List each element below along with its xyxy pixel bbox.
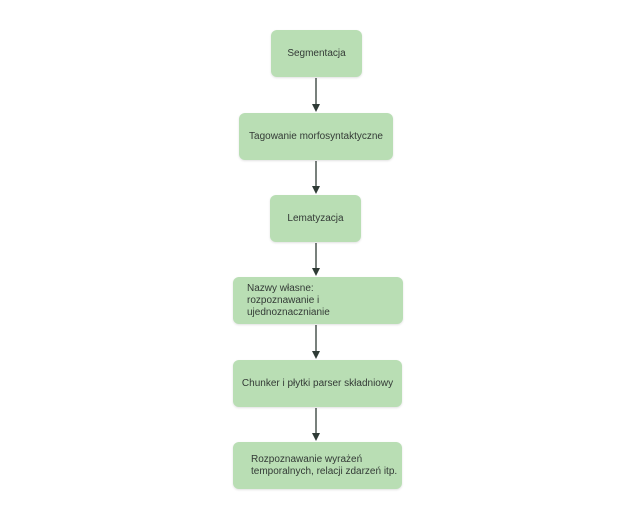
step-label: Lematyzacja: [287, 212, 344, 224]
step-named-entities: Nazwy własne: rozpoznawanie i ujednoznac…: [233, 277, 403, 324]
step-segmentation: Segmentacja: [271, 30, 362, 77]
step-chunker-parser: Chunker i płytki parser składniowy: [233, 360, 402, 407]
step-temporal-relations: Rozpoznawanie wyrażeń temporalnych, rela…: [233, 442, 402, 489]
step-lemmatization: Lematyzacja: [270, 195, 361, 242]
step-label: Nazwy własne: rozpoznawanie i ujednoznac…: [247, 282, 330, 318]
step-label: Segmentacja: [287, 47, 346, 59]
step-label: Rozpoznawanie wyrażeń temporalnych, rela…: [251, 453, 398, 477]
step-label: Chunker i płytki parser składniowy: [241, 377, 394, 389]
step-label: Tagowanie morfosyntaktyczne: [249, 130, 383, 142]
step-pos-tagging: Tagowanie morfosyntaktyczne: [239, 113, 393, 160]
